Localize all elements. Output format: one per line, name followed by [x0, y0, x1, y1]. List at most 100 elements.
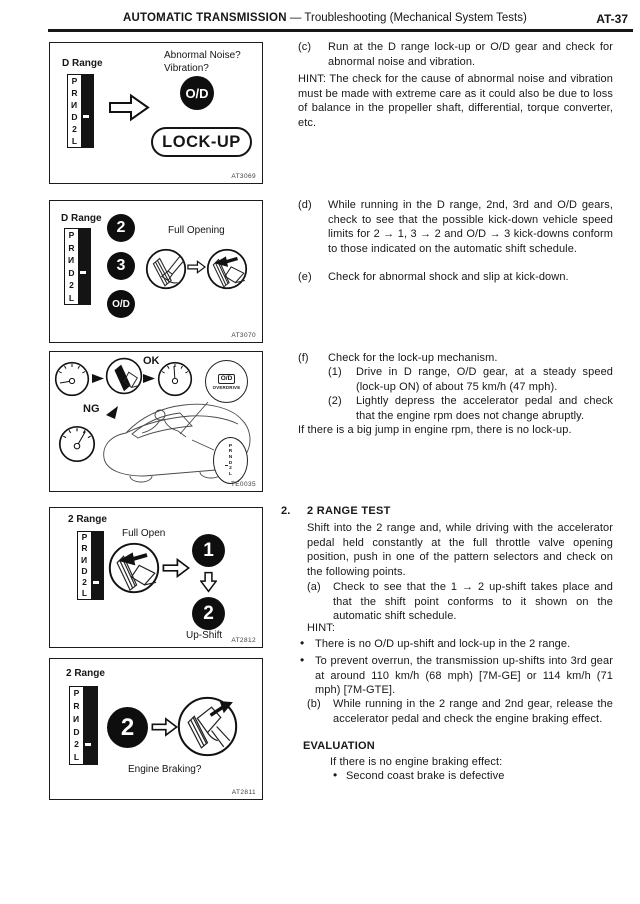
- accelerator-pedal-pressed-icon: [105, 357, 143, 395]
- figure-id: TE0035: [230, 481, 256, 488]
- item-label: (f): [298, 352, 309, 364]
- evaluation-heading: EVALUATION: [303, 740, 375, 752]
- gate-letter: D: [73, 726, 80, 737]
- item-f1: (1) Drive in D range, O/D gear, at a ste…: [328, 365, 613, 394]
- gate-letter: D: [81, 565, 88, 576]
- gear-2-badge: 2: [192, 597, 225, 630]
- tachometer-low-icon: [54, 361, 90, 397]
- range-label: 2 Range: [68, 514, 107, 525]
- gate-letter: R: [81, 543, 88, 554]
- gate-letter: N: [68, 255, 75, 265]
- range-label: D Range: [62, 58, 103, 69]
- gate-indicator-dash: [82, 115, 89, 118]
- range-label: 2 Range: [66, 668, 105, 679]
- item-label: (b): [307, 698, 321, 710]
- od-switch-label: O/D: [217, 373, 236, 384]
- mini-gate: P R N D 2 L: [224, 444, 232, 478]
- item-label: (d): [298, 199, 312, 211]
- item-body: Drive in D range, O/D gear, at a steady …: [356, 366, 613, 393]
- bullet-body: To prevent overrun, the transmission up-…: [315, 655, 613, 697]
- gate-letter: R: [68, 242, 75, 253]
- item-b: (b) While running in the 2 range and 2nd…: [307, 697, 613, 726]
- gate-letter: D: [68, 267, 75, 278]
- bullet-body: There is no O/D up-shift and lock-up in …: [315, 638, 571, 650]
- bullet-item: • There is no O/D up-shift and lock-up i…: [300, 636, 613, 652]
- accelerator-pedal-pressed-icon: [206, 248, 248, 290]
- black-arrow-icon: [92, 374, 104, 383]
- full-open-caption: Full Open: [122, 528, 166, 539]
- item-body: Run at the D range lock-up or O/D gear a…: [328, 41, 613, 68]
- bullet-icon: •: [300, 653, 305, 667]
- shift-pattern-callout: P R N D 2 L: [213, 437, 248, 484]
- ok-label: OK: [143, 355, 160, 367]
- bullet-icon: •: [333, 768, 338, 782]
- item-label: (e): [298, 271, 312, 283]
- gate-letter: 2: [82, 576, 87, 587]
- page-header: AUTOMATIC TRANSMISSION — Troubleshooting…: [123, 12, 527, 24]
- item-body: Check for the lock-up mechanism.: [328, 352, 498, 364]
- page-number: AT-37: [596, 12, 628, 26]
- item-label: (1): [328, 366, 342, 378]
- shift-gate: P R N D 2 L: [64, 228, 91, 305]
- item-e: (e) Check for abnormal shock and slip at…: [298, 270, 613, 285]
- gate-letters: P R N D 2 L: [68, 75, 81, 147]
- section-number: 2.: [281, 505, 291, 517]
- overdrive-callout: O/D OVERDRIVE: [205, 360, 248, 403]
- gate-letter: N: [71, 99, 78, 110]
- shift-gate: P R N D 2 L: [77, 531, 104, 600]
- item-body: While running in the 2 range and 2nd gea…: [333, 698, 613, 725]
- right-arrow-icon: [151, 717, 178, 737]
- header-subtitle: — Troubleshooting (Mechanical System Tes…: [289, 12, 527, 24]
- gate-bar: [81, 75, 93, 147]
- ng-label: NG: [83, 403, 100, 415]
- gear-3-badge: 3: [107, 252, 135, 280]
- hint-label: HINT:: [307, 622, 335, 634]
- figure-box-2range-braking: 2 Range P R N D 2 L 2: [49, 658, 263, 800]
- noise-caption: Abnormal Noise? Vibration?: [164, 50, 241, 74]
- item-c: (c) Run at the D range lock-up or O/D ge…: [298, 40, 613, 69]
- gate-letter: P: [68, 230, 75, 240]
- figure-box-lockup-check: D Range P R N D 2 L Abnormal Noise? Vibr…: [49, 42, 263, 184]
- gate-letter: 2: [72, 123, 77, 134]
- od-badge: O/D: [180, 76, 214, 110]
- item-label: (2): [328, 395, 342, 407]
- figure-id: AT3069: [231, 173, 256, 180]
- item-f: (f) Check for the lock-up mechanism.: [298, 351, 613, 366]
- tachometer-high-icon: [58, 425, 96, 463]
- shift-gate: P R N D 2 L: [69, 686, 98, 765]
- engine-braking-caption: Engine Braking?: [128, 764, 202, 775]
- bullet-icon: •: [300, 636, 305, 650]
- gate-letter: L: [81, 588, 88, 599]
- shift-gate: P R N D 2 L: [67, 74, 94, 148]
- right-arrow-icon: [187, 260, 206, 274]
- figure-box-2range-upshift: 2 Range P R N D 2 L Full Open: [49, 507, 263, 648]
- lockup-badge: LOCK-UP: [151, 127, 252, 157]
- gate-indicator-dash: [84, 743, 91, 746]
- item-label: (a): [307, 581, 321, 593]
- car-sketch: [103, 401, 251, 483]
- hint-paragraph: HINT: The check for the cause of abnorma…: [298, 73, 613, 129]
- gate-indicator-dash: [79, 271, 86, 274]
- upshift-caption: Up-Shift: [186, 630, 223, 641]
- right-arrow-icon: [162, 558, 190, 578]
- bullet-item: • To prevent overrun, the transmission u…: [300, 653, 613, 698]
- tachometer-mid-icon: [157, 361, 193, 397]
- lockup-note: If there is a big jump in engine rpm, th…: [298, 424, 572, 436]
- range-label: D Range: [61, 213, 102, 224]
- item-f2: (2) Lightly depress the accelerator peda…: [328, 394, 613, 423]
- item-body: Check to see that the 1 → 2 up-shift tak…: [333, 581, 613, 623]
- figure-id: AT2812: [231, 637, 256, 644]
- mini-gate-dash: [224, 464, 228, 467]
- gate-letter: N: [73, 713, 80, 724]
- item-body: Lightly depress the accelerator pedal an…: [356, 395, 613, 422]
- accelerator-pedal-pressed-icon: [108, 542, 160, 594]
- evaluation-intro: If there is no engine braking effect:: [330, 756, 503, 768]
- down-arrow-icon: [200, 571, 217, 593]
- figure-id: AT3070: [231, 332, 256, 339]
- item-body: While running in the D range, 2nd, 3rd a…: [328, 199, 613, 255]
- figure-id: AT2811: [231, 789, 256, 796]
- section-intro: Shift into the 2 range and, while drivin…: [307, 522, 613, 578]
- gate-letter: 2: [74, 739, 79, 750]
- item-label: (c): [298, 41, 312, 53]
